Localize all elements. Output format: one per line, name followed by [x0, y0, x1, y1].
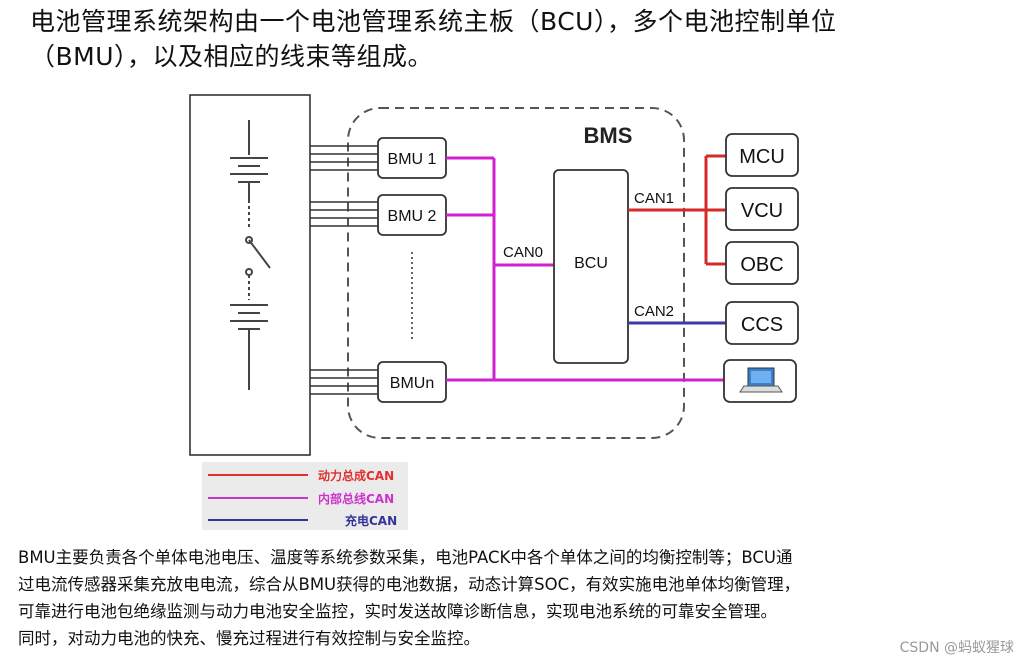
- internal-can-wires: [446, 156, 724, 382]
- description-line-2: 过电流传感器采集充放电电流，综合从BMU获得的电池数据，动态计算SOC，有效实施…: [18, 575, 801, 594]
- wire-harness-group: [310, 145, 378, 395]
- mcu-box: [725, 133, 799, 177]
- csdn-watermark: CSDN @蚂蚁猩球: [899, 640, 1014, 656]
- can0-label: CAN0: [503, 244, 543, 261]
- bmu-2-label: BMU 2: [388, 208, 437, 225]
- laptop-icon: [739, 367, 783, 393]
- obc-box: [725, 241, 799, 285]
- bmu-n-box: [377, 361, 447, 403]
- mcu-label: MCU: [739, 146, 785, 168]
- description-paragraph: BMU主要负责各个单体电池电压、温度等系统参数采集，电池PACK中各个单体之间的…: [18, 544, 1018, 652]
- bcu-box: [553, 169, 629, 364]
- bmu-n-label: BMUn: [390, 375, 434, 392]
- description-line-4: 同时，对动力电池的快充、慢充过程进行有效控制与安全监控。: [18, 629, 480, 648]
- power-can-wires: [628, 154, 726, 266]
- description-line-3: 可靠进行电池包绝缘监测与动力电池安全监控，实时发送故障诊断信息，实现电池系统的可…: [18, 602, 777, 621]
- bcu-label: BCU: [574, 255, 608, 272]
- legend-label-internal-can: 内部总线CAN: [318, 491, 394, 506]
- legend-label-power-can: 动力总成CAN: [318, 468, 394, 483]
- legend-box: [202, 462, 408, 530]
- bms-dashed-container: [347, 107, 685, 439]
- heading-line-2: （BMU），以及相应的线束等组成。: [30, 42, 434, 71]
- vcu-box: [725, 187, 799, 231]
- legend-label-charge-can: 充电CAN: [345, 513, 397, 528]
- vcu-label: VCU: [741, 200, 783, 222]
- bms-architecture-diagram: BMS BMU 1 BMU 2 BMUn CAN0 BCU: [189, 94, 799, 530]
- bmu-1-label: BMU 1: [388, 151, 437, 168]
- can1-label: CAN1: [634, 190, 674, 207]
- obc-label: OBC: [740, 254, 783, 276]
- bms-label: BMS: [584, 123, 633, 148]
- battery-symbol-icon: [230, 120, 271, 390]
- can2-label: CAN2: [634, 303, 674, 320]
- heading: 电池管理系统架构由一个电池管理系统主板（BCU），多个电池控制单位 （BMU），…: [30, 4, 1020, 74]
- heading-line-1: 电池管理系统架构由一个电池管理系统主板（BCU），多个电池控制单位: [30, 7, 837, 36]
- description-line-1: BMU主要负责各个单体电池电压、温度等系统参数采集，电池PACK中各个单体之间的…: [18, 548, 793, 567]
- ccs-box: [725, 301, 799, 345]
- ccs-label: CCS: [741, 314, 783, 336]
